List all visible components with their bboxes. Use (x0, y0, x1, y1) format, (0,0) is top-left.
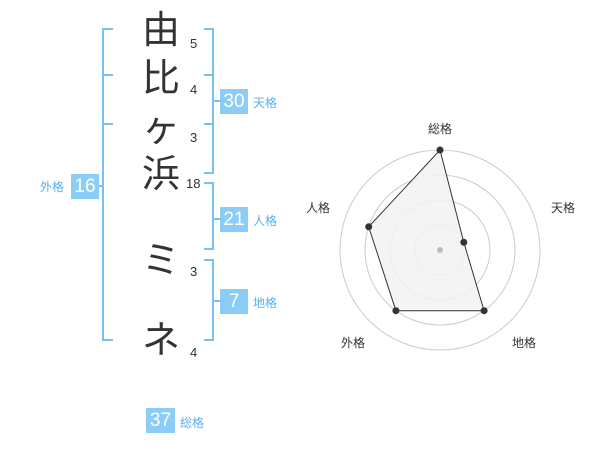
radar-axis-label-gaikaku: 外格 (341, 336, 366, 350)
name-char-4: 浜 (141, 152, 180, 196)
radar-chart (339, 146, 541, 351)
stroke-count-6: 4 (190, 345, 198, 360)
tenkaku-label: 天格 (253, 96, 278, 110)
name-char-3: ヶ (141, 106, 180, 150)
stroke-count-3: 3 (190, 130, 198, 145)
jinkaku-value: 21 (220, 207, 248, 232)
tenkaku-value: 30 (220, 89, 248, 114)
radar-point-4 (392, 307, 400, 315)
gaikaku-label: 外格 (40, 180, 65, 194)
soukaku-value: 37 (146, 408, 175, 433)
radar-axis-label-soukaku: 総格 (428, 122, 453, 136)
stroke-count-4: 18 (186, 176, 201, 191)
stroke-count-5: 3 (190, 264, 198, 279)
radar-point-3 (480, 307, 488, 315)
stroke-count-2: 4 (190, 82, 198, 97)
radar-point-5 (365, 223, 373, 231)
chikaku-label: 地格 (253, 296, 278, 310)
radar-axis-label-jinkaku: 人格 (306, 201, 331, 215)
radar-series-polygon (368, 148, 485, 312)
radar-point-1 (436, 146, 444, 154)
radar-axis-label-chikaku: 地格 (512, 336, 537, 350)
soukaku-label: 総格 (180, 416, 205, 430)
gaikaku-value: 16 (71, 174, 99, 199)
chikaku-value: 7 (220, 289, 248, 314)
name-char-5: ミ (141, 238, 180, 282)
name-char-2: 比 (141, 56, 180, 100)
radar-axis-label-tenkaku: 天格 (551, 201, 576, 215)
stroke-count-1: 5 (190, 36, 198, 51)
radar-center-dot (437, 247, 443, 253)
radar-point-2 (460, 238, 468, 246)
jinkaku-label: 人格 (253, 214, 278, 228)
name-char-1: 由 (141, 8, 180, 52)
name-char-6: ネ (141, 318, 180, 362)
